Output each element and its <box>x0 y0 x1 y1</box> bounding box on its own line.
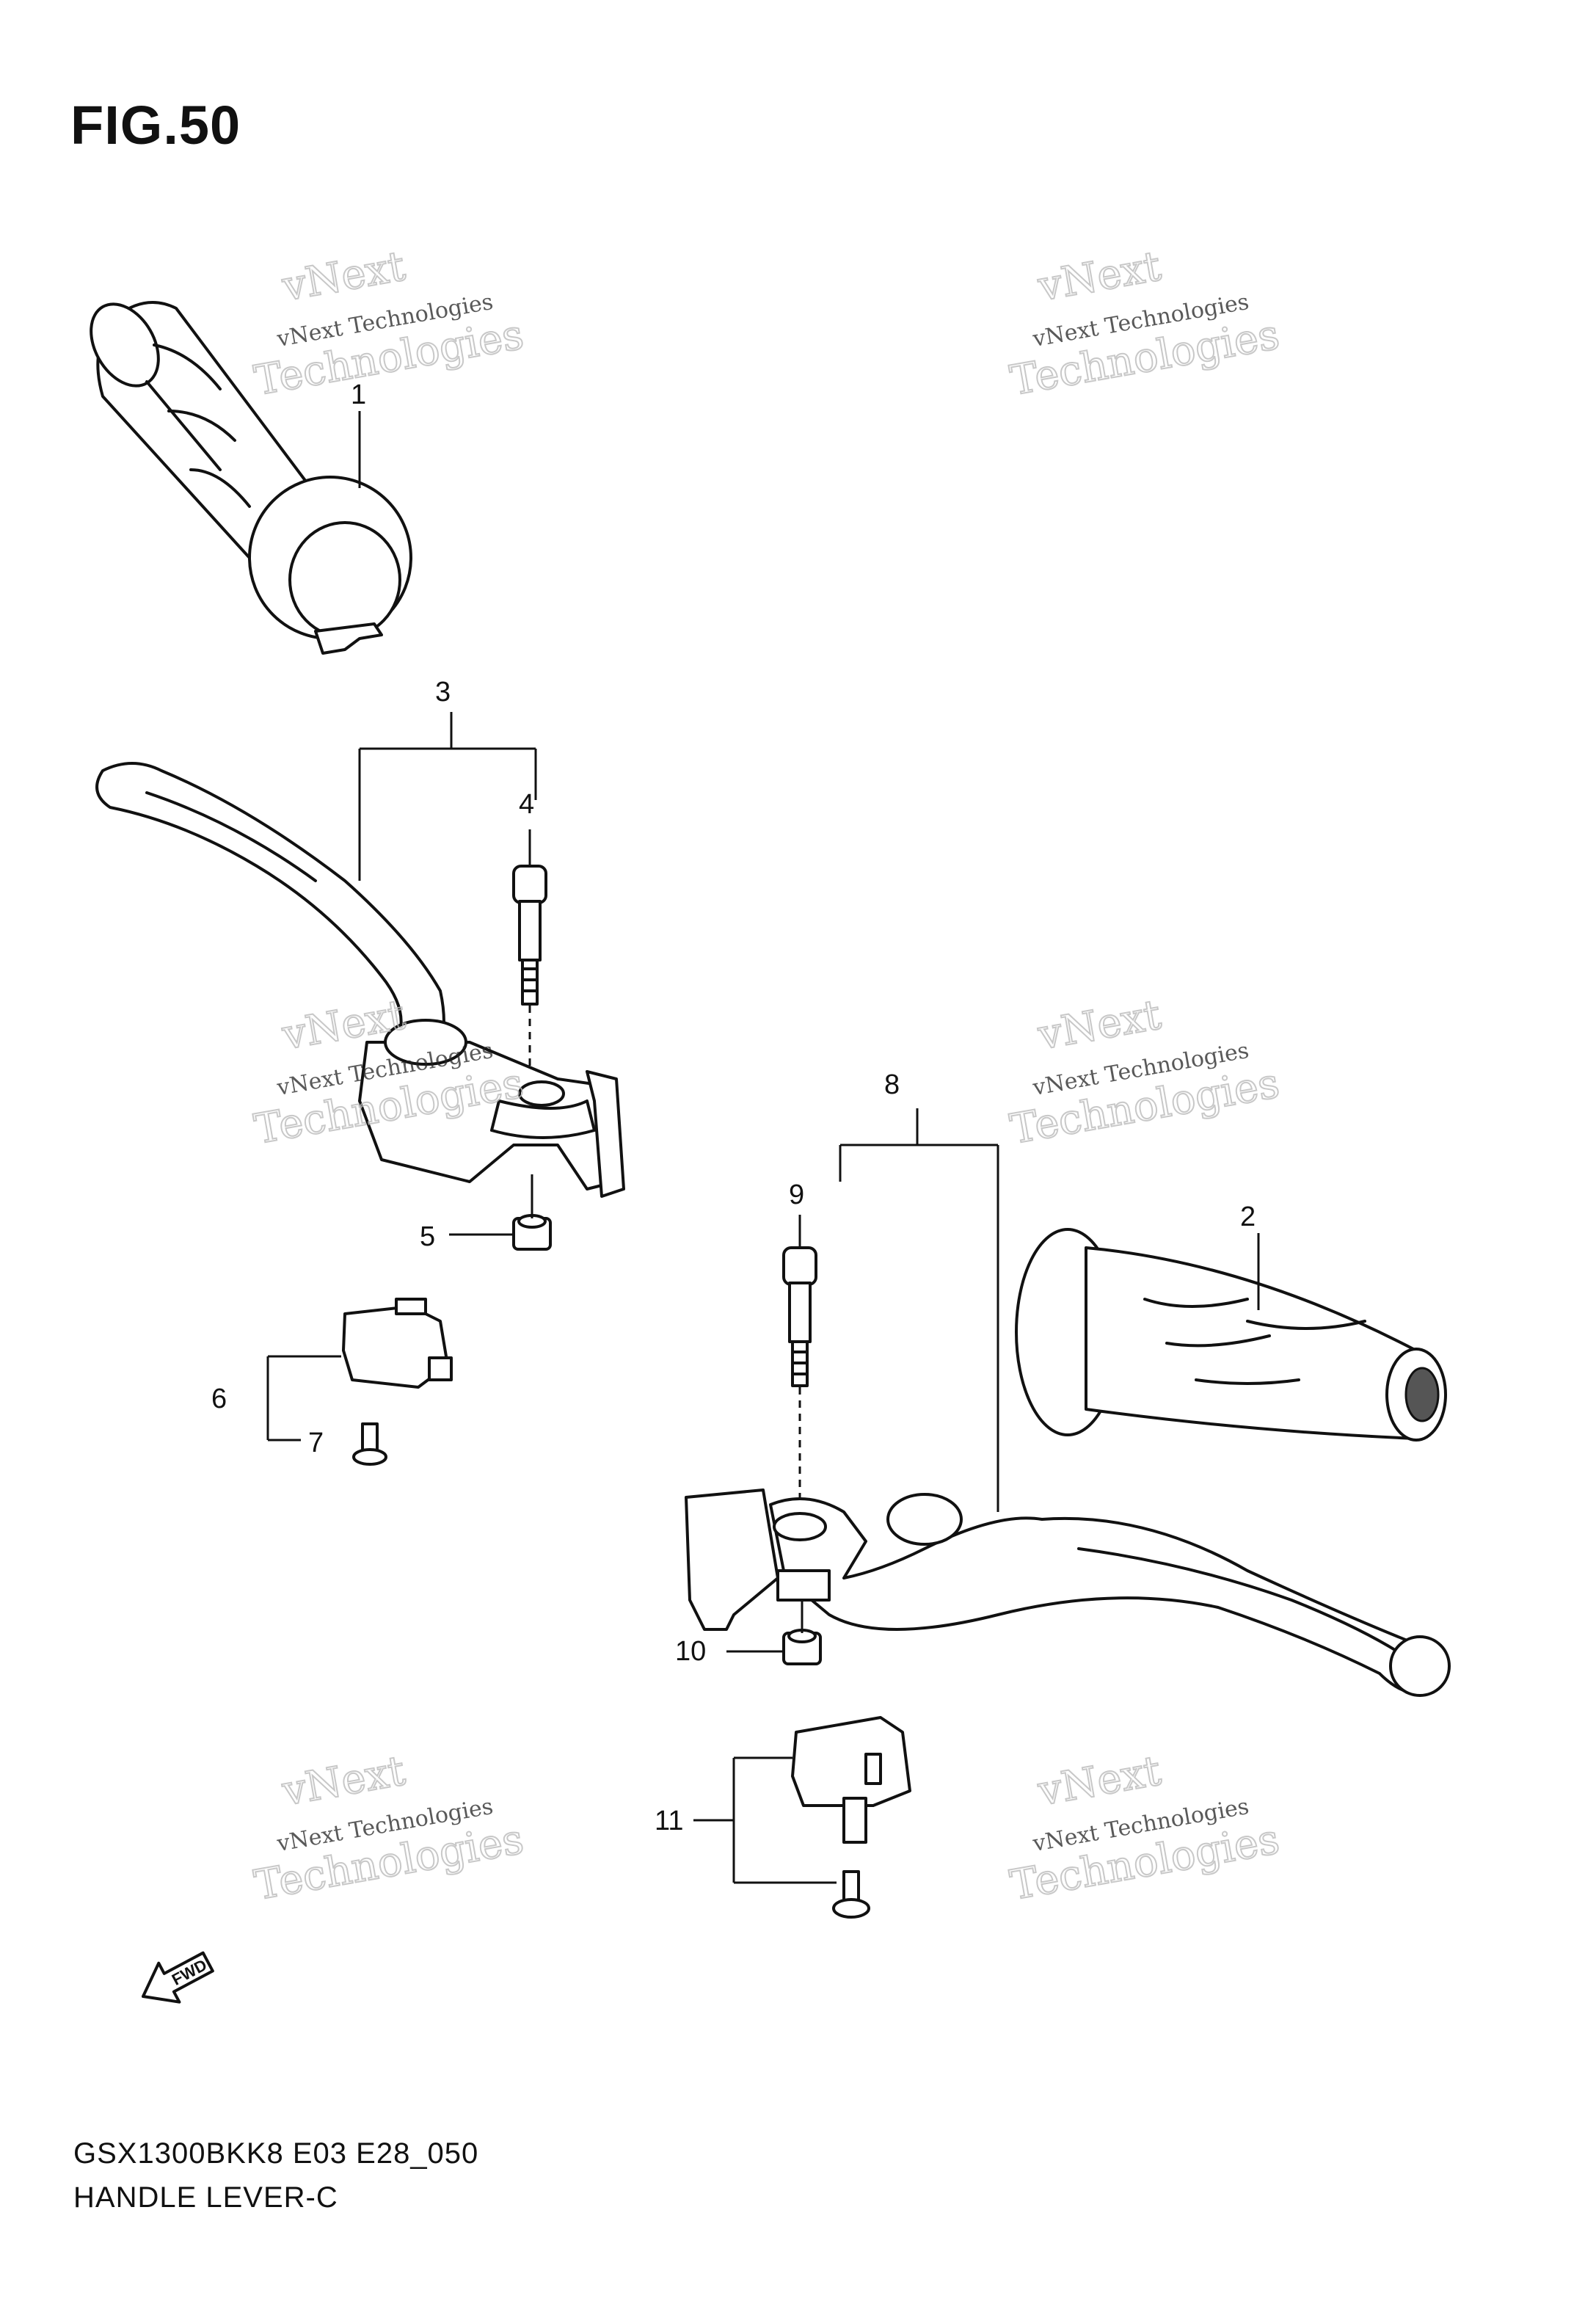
svg-text:vNext: vNext <box>1034 242 1165 310</box>
watermark-top-right: vNext Technologies vNext Technologies <box>1006 241 1283 406</box>
callout-6: 6 <box>211 1384 227 1414</box>
figure-title: FIG.50 <box>70 95 241 156</box>
watermark-top-left: vNext Technologies vNext Technologies <box>250 241 528 406</box>
svg-text:vNext: vNext <box>278 242 409 310</box>
callout-2: 2 <box>1240 1202 1256 1232</box>
callout-3: 3 <box>435 677 451 708</box>
left-lever-assembly <box>95 712 625 1198</box>
watermark-mid-right: vNext Technologies vNext Technologies <box>1006 990 1283 1155</box>
callout-11: 11 <box>655 1806 683 1836</box>
svg-text:vNext: vNext <box>1034 1747 1165 1815</box>
right-handle-grip <box>1015 1228 1447 1442</box>
left-lever-switch <box>266 1298 453 1440</box>
left-handle-grip <box>90 301 412 655</box>
callout-8: 8 <box>884 1069 900 1100</box>
left-pivot-bolt <box>512 829 547 1072</box>
left-lock-nut <box>449 1174 552 1251</box>
diagram-caption: HANDLE LEVER-C <box>73 2181 338 2214</box>
svg-text:vNext: vNext <box>1034 991 1165 1059</box>
callout-5: 5 <box>420 1221 435 1252</box>
right-lock-nut <box>726 1600 822 1665</box>
callout-1: 1 <box>351 379 366 410</box>
forward-direction-arrow-icon: FWD <box>142 1951 214 2004</box>
left-switch-screw <box>268 1422 387 1466</box>
svg-text:vNext: vNext <box>278 1747 409 1815</box>
watermark-bottom-left: vNext Technologies vNext Technologies <box>250 1746 528 1911</box>
model-code: GSX1300BKK8 E03 E28_050 <box>73 2137 479 2170</box>
right-pivot-bolt <box>782 1215 817 1497</box>
watermark-bottom-right: vNext Technologies vNext Technologies <box>1006 1746 1283 1911</box>
callout-7: 7 <box>308 1428 324 1458</box>
right-lever-switch <box>693 1716 911 1919</box>
callout-10: 10 <box>675 1636 706 1667</box>
callout-4: 4 <box>519 789 534 820</box>
callout-9: 9 <box>789 1179 804 1210</box>
right-lever-assembly <box>685 1108 1451 1697</box>
